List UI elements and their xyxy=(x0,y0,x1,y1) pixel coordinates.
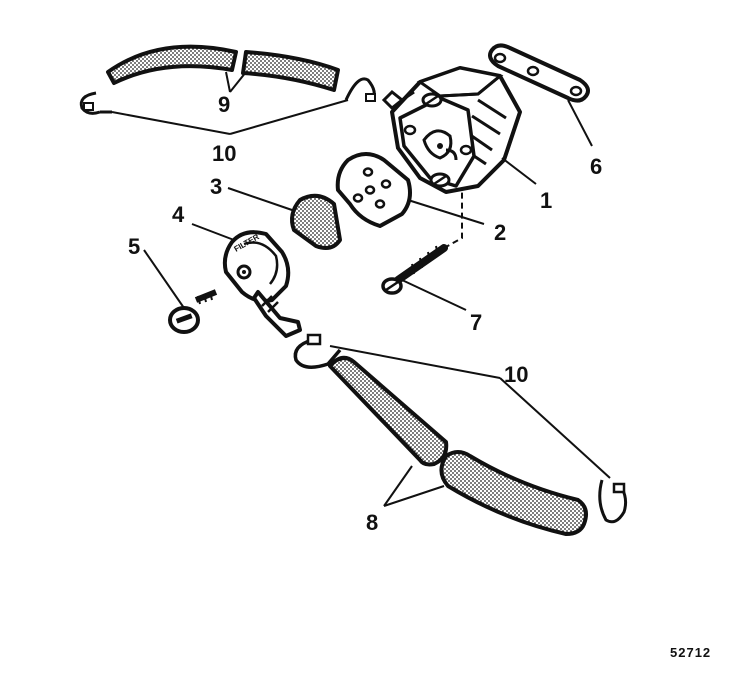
callout-9: 9 xyxy=(218,92,230,117)
callout-4: 4 xyxy=(172,202,185,227)
callout-2: 2 xyxy=(494,220,506,245)
upper-hose-left xyxy=(106,44,238,85)
lower-clamp-left xyxy=(293,333,342,369)
upper-clamp-right xyxy=(344,77,376,102)
diaphragm-plate xyxy=(335,152,412,228)
fuel-pump-body xyxy=(381,66,522,194)
callout-8: 8 xyxy=(366,510,378,535)
gasket-plate xyxy=(488,43,590,103)
callout-6: 6 xyxy=(590,154,602,179)
callout-3: 3 xyxy=(210,174,222,199)
upper-clamp-left xyxy=(79,91,112,115)
upper-hose-right xyxy=(241,50,340,92)
filter-bowl: FILTER xyxy=(222,230,302,338)
callout-10-top: 10 xyxy=(212,141,236,166)
callout-10-bottom: 10 xyxy=(504,362,528,387)
lower-hose-upper xyxy=(328,355,449,467)
callout-1: 1 xyxy=(540,188,552,213)
bowl-screw xyxy=(168,289,218,334)
figure-number: 52712 xyxy=(670,645,711,660)
callout-5: 5 xyxy=(128,234,140,259)
long-bolt xyxy=(381,192,463,295)
filter-screen xyxy=(290,193,342,250)
lower-clamp-right xyxy=(598,479,628,524)
callout-7: 7 xyxy=(470,310,482,335)
lower-hose-lower xyxy=(439,450,588,536)
leader-lines xyxy=(111,71,611,507)
